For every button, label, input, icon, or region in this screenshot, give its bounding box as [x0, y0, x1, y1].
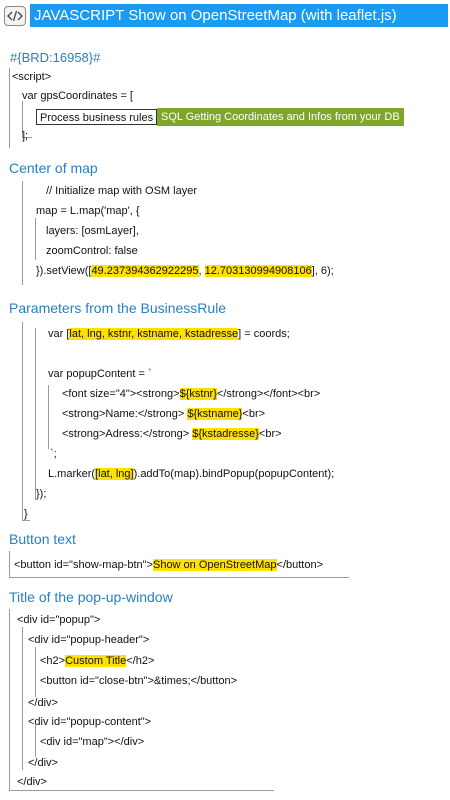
custom-title-text: Custom Title: [65, 655, 127, 667]
set-view-suffix: ], 6);: [311, 265, 334, 277]
function-close: }: [24, 508, 28, 520]
script-open-tag: <script>: [12, 71, 52, 83]
popup-kstnr-line: <font size="4"><strong>${kstnr}</strong>…: [62, 388, 321, 400]
section-heading-popup-title: Title of the pop-up-window: [9, 589, 173, 605]
forEach-close: });: [36, 488, 47, 500]
button-label: Show on OpenStreetMap: [152, 559, 277, 571]
process-business-rules-box[interactable]: Process business rules: [36, 109, 158, 125]
section-heading-button-text: Button text: [9, 531, 76, 547]
kstadresse-var: ${kstadresse}: [192, 428, 259, 440]
map-div-line: <div id="map"></div>: [40, 736, 145, 748]
template-close: `;: [50, 448, 57, 460]
kstnr-var: ${kstnr}: [179, 388, 217, 400]
map-layers-line: layers: [osmLayer],: [46, 225, 139, 237]
array-close: ];: [22, 130, 29, 142]
gps-coordinates-declaration: var gpsCoordinates = [: [22, 90, 133, 102]
editor-header-title[interactable]: JAVASCRIPT Show on OpenStreetMap (with l…: [30, 4, 448, 27]
popup-div-open: <div id="popup">: [17, 614, 101, 626]
coord-separator: ,: [198, 265, 205, 277]
kstname-var: ${kstname}: [187, 408, 243, 420]
close-button-line: <button id="close-btn">&times;</button>: [40, 675, 238, 687]
popup-title-line: <h2>Custom Title</h2>: [40, 655, 155, 667]
brd-id: #{BRD:16958}#: [10, 50, 101, 65]
business-rule-link[interactable]: SQL Getting Coordinates and Infos from y…: [157, 108, 404, 126]
marker-latlng: [lat, lng]: [95, 468, 134, 480]
popup-adress-line: <strong>Adress:</strong> ${kstadresse}<b…: [62, 428, 282, 440]
popup-content-close: </div>: [28, 757, 58, 769]
popup-content-declaration: var popupContent = `: [48, 368, 152, 380]
popup-header-open: <div id="popup-header">: [28, 634, 150, 646]
popup-div-close: </div>: [17, 776, 47, 788]
popup-header-close: </div>: [28, 697, 58, 709]
coords-destructure-line: var [lat, lng, kstnr, kstname, kstadress…: [48, 328, 290, 340]
longitude-value: 12.703130994908106: [204, 265, 312, 277]
set-view-prefix: }).setView([: [36, 265, 92, 277]
button-html-line: <button id="show-map-btn">Show on OpenSt…: [14, 559, 324, 571]
marker-line: L.marker([lat, lng]).addTo(map).bindPopu…: [48, 468, 335, 480]
popup-content-open: <div id="popup-content">: [28, 716, 152, 728]
section-heading-center-of-map: Center of map: [9, 160, 98, 176]
section-heading-parameters: Parameters from the BusinessRule: [9, 300, 227, 316]
coords-params: lat, lng, kstnr, kstname, kstadresse: [69, 328, 239, 340]
popup-name-line: <strong>Name:</strong> ${kstname}<br>: [62, 408, 266, 420]
map-zoom-control-line: zoomControl: false: [46, 245, 138, 257]
code-brackets-icon: [4, 6, 26, 26]
latitude-value: 49.237394362922295: [91, 265, 199, 277]
set-view-line: }).setView([49.237394362922295, 12.70313…: [36, 265, 334, 277]
map-init-line: map = L.map('map', {: [36, 205, 140, 217]
code-comment: // Initialize map with OSM layer: [46, 185, 197, 197]
